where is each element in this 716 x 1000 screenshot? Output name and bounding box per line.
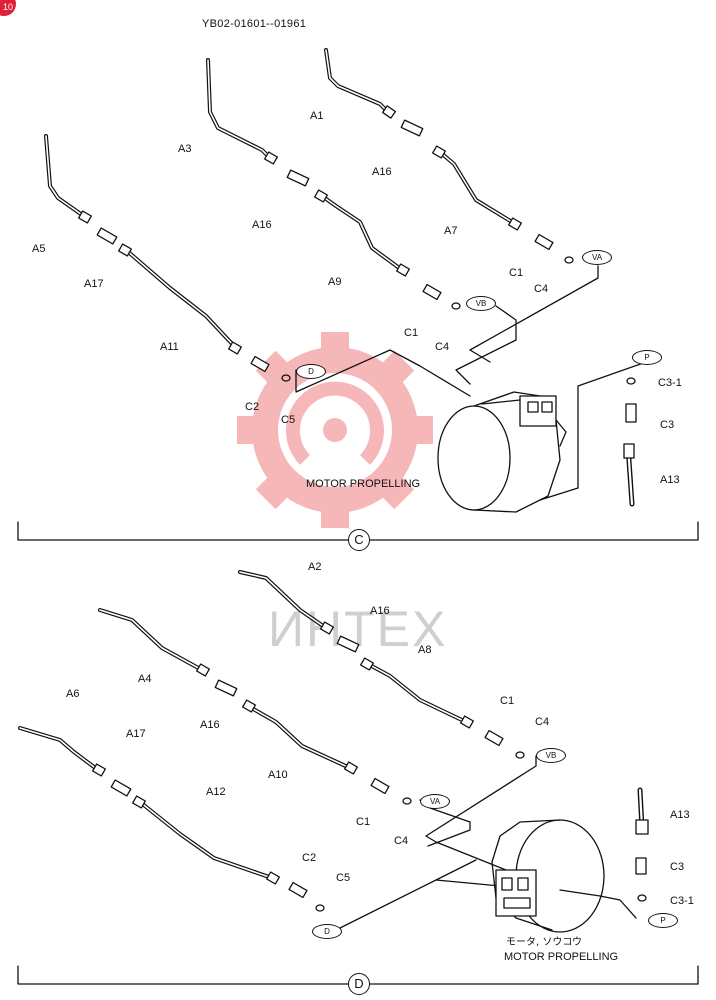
- separator-c: [17, 521, 699, 541]
- fitting-c1-lower-d: [370, 777, 390, 795]
- lead-vb-d: [425, 755, 537, 871]
- pipe-a7: [438, 150, 514, 224]
- fitting-a17-d: [110, 779, 132, 797]
- label-a13-d: A13: [670, 809, 690, 821]
- lead-p-c: [539, 361, 647, 501]
- nut-a5: [78, 210, 92, 224]
- label-c4-upper: C4: [534, 283, 549, 295]
- fitting-c1-lower: [422, 283, 442, 301]
- label-c4-lower: C4: [435, 341, 450, 353]
- section-marker-d: D: [348, 973, 370, 995]
- lead-d-c: [295, 349, 471, 397]
- page-number-badge: 10: [0, 0, 16, 16]
- lead-d-d: [335, 859, 501, 931]
- label-a6: A6: [66, 688, 80, 700]
- label-a7: A7: [444, 225, 458, 237]
- port-d-d: D: [312, 924, 342, 939]
- label-a13: A13: [660, 474, 680, 486]
- label-a8: A8: [418, 644, 432, 656]
- label-a16-upper-d: A16: [370, 605, 390, 617]
- fitting-c2: [250, 355, 270, 373]
- label-a10: A10: [268, 769, 288, 781]
- seal-c4-upper: [564, 256, 574, 264]
- label-c3-1: C3-1: [658, 377, 682, 389]
- label-c5: C5: [281, 414, 296, 426]
- port-vb-c: VB: [466, 296, 496, 311]
- label-a2: A2: [308, 561, 322, 573]
- caption-jp-d: モータ, ソウコウ: [506, 937, 582, 948]
- pipe-a6: [18, 726, 100, 772]
- fitting-c3-d: [635, 857, 647, 875]
- fitting-a16-upper-d: [336, 635, 360, 653]
- label-c2: C2: [245, 401, 260, 413]
- fitting-c1-upper-d: [484, 729, 504, 747]
- fitting-a17: [96, 227, 118, 245]
- label-a11: A11: [160, 341, 179, 353]
- port-p-c: P: [632, 350, 662, 365]
- label-a1: A1: [310, 110, 324, 122]
- fitting-c3: [625, 403, 637, 423]
- nut-a1: [381, 105, 397, 119]
- section-marker-c: C: [348, 529, 370, 551]
- label-a17-d: A17: [126, 728, 146, 740]
- label-a4: A4: [138, 673, 152, 685]
- fitting-a16-lower-d: [214, 679, 238, 697]
- page-number-text: 10: [2, 2, 13, 12]
- label-c2-d: C2: [302, 852, 317, 864]
- section-c-drawing: [44, 48, 647, 513]
- section-d-drawing: [18, 570, 649, 933]
- seal-c3-1: [626, 377, 636, 385]
- port-vb-d: VB: [536, 748, 566, 763]
- pipe-a12: [138, 800, 274, 880]
- motor-c: [437, 391, 567, 513]
- port-p-d: P: [648, 913, 678, 928]
- lead-p-d: [559, 889, 637, 919]
- nut-a3: [264, 151, 278, 165]
- pipe-a5: [44, 134, 88, 220]
- port-d-c: D: [296, 364, 326, 379]
- motor-d: [491, 819, 605, 933]
- seal-c3-1-d: [637, 894, 647, 902]
- seal-c4-upper-d: [515, 751, 525, 759]
- label-c1-upper: C1: [509, 267, 524, 279]
- label-c1-lower: C1: [404, 327, 419, 339]
- seal-c5: [281, 374, 291, 382]
- seal-c4-lower: [451, 302, 461, 310]
- label-c4-upper-d: C4: [535, 716, 550, 728]
- label-c3-d: C3: [670, 861, 685, 873]
- caption-d: MOTOR PROPELLING: [504, 951, 619, 963]
- port-va-c: VA: [582, 250, 612, 265]
- label-c3: C3: [660, 419, 675, 431]
- seal-c4-lower-d: [402, 797, 412, 805]
- fitting-a16-lower: [286, 169, 310, 187]
- label-c3-1-d: C3-1: [670, 895, 694, 907]
- lead-vb-c: [455, 305, 517, 385]
- label-a16-upper: A16: [372, 166, 392, 178]
- pipe-a9: [320, 194, 404, 272]
- port-va-d: VA: [420, 794, 450, 809]
- separator-d: [17, 965, 699, 985]
- label-c1-lower-d: C1: [356, 816, 371, 828]
- fitting-c2-d: [288, 881, 308, 899]
- caption-c: MOTOR PROPELLING: [306, 478, 421, 490]
- serial-range: YB02-01601--01961: [202, 18, 307, 30]
- label-a3: A3: [178, 143, 192, 155]
- label-c5-d: C5: [336, 872, 351, 884]
- fitting-c1-upper: [534, 233, 554, 251]
- lead-va-c: [469, 265, 599, 363]
- label-a12: A12: [206, 786, 226, 798]
- label-c1-upper-d: C1: [500, 695, 515, 707]
- label-a9: A9: [328, 276, 342, 288]
- label-a16-lower: A16: [252, 219, 272, 231]
- pipe-a3: [206, 58, 272, 160]
- label-a17: A17: [84, 278, 104, 290]
- label-a5: A5: [32, 243, 46, 255]
- label-c4-lower-d: C4: [394, 835, 409, 847]
- seal-c5-d: [315, 904, 325, 912]
- fitting-a16-upper: [400, 119, 424, 137]
- label-a16-lower-d: A16: [200, 719, 220, 731]
